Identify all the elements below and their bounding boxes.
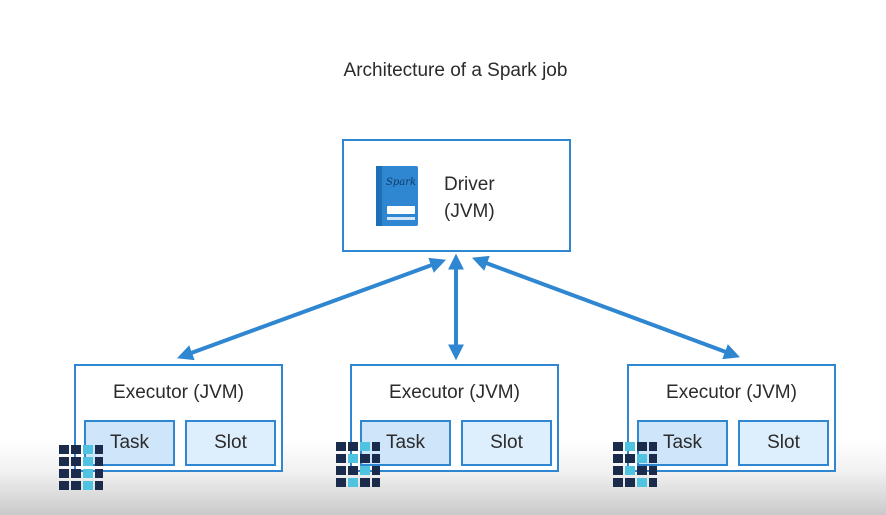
driver-runtime: (JVM) [444, 201, 495, 222]
executor-title: Executor (JVM) [113, 382, 244, 403]
slot-cell: Slot [185, 420, 276, 466]
spark-book-icon: Spark [376, 166, 418, 226]
executor-node-2: Executor (JVM) Task Slot [350, 364, 559, 472]
data-grid-icon [336, 442, 380, 487]
executor-title: Executor (JVM) [389, 382, 520, 403]
driver-label: Driver (JVM) [444, 171, 495, 225]
executor-node-3: Executor (JVM) Task Slot [627, 364, 836, 472]
data-grid-icon [613, 442, 657, 487]
diagram-title: Architecture of a Spark job [343, 60, 568, 81]
driver-node: Spark Driver (JVM) [342, 139, 571, 252]
executor-node-1: Executor (JVM) Task Slot [74, 364, 283, 472]
arrow-driver-executor-3 [471, 255, 741, 360]
slot-cell: Slot [461, 420, 552, 466]
arrow-driver-executor-1 [176, 257, 447, 361]
svg-text:Spark: Spark [386, 177, 416, 188]
slot-cell: Slot [738, 420, 829, 466]
task-cell: Task [84, 420, 175, 466]
executor-title: Executor (JVM) [666, 382, 797, 403]
data-grid-icon [59, 445, 103, 490]
driver-name: Driver [444, 174, 495, 195]
